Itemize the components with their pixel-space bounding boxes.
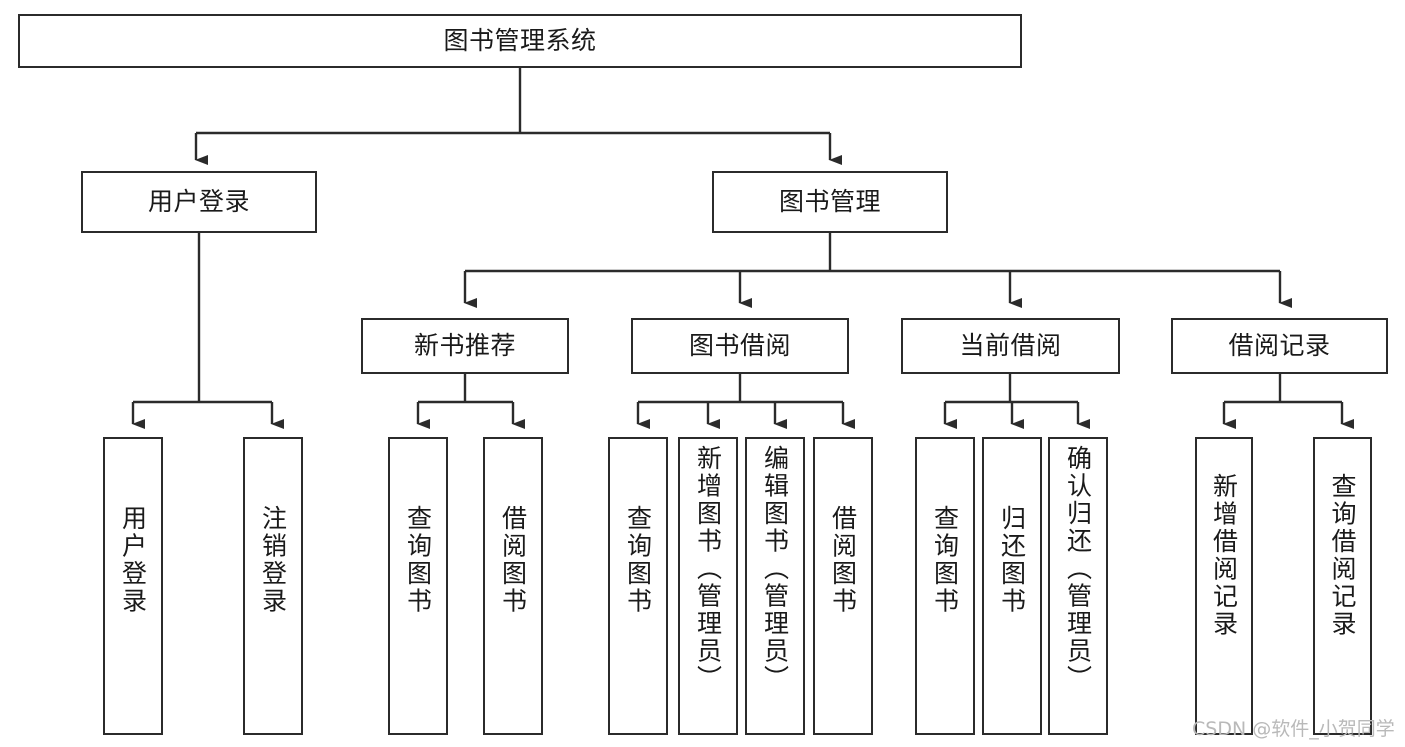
node-label: 新增借阅记录	[1209, 473, 1239, 638]
leaf-add-book-admin[interactable]: 新增图书（管理员）	[678, 437, 738, 735]
leaf-add-borrow-record[interactable]: 新增借阅记录	[1195, 437, 1253, 735]
leaf-confirm-return-admin[interactable]: 确认归还（管理员）	[1048, 437, 1108, 735]
node-borrow-records[interactable]: 借阅记录	[1171, 318, 1388, 374]
node-label: 借阅图书	[828, 505, 858, 615]
node-label: 图书管理系统	[443, 26, 597, 56]
leaf-edit-book-admin[interactable]: 编辑图书（管理员）	[745, 437, 805, 735]
node-label: 查询图书	[623, 505, 653, 615]
node-root-system[interactable]: 图书管理系统	[18, 14, 1022, 68]
leaf-query-book-recommend[interactable]: 查询图书	[388, 437, 448, 735]
node-label: 查询借阅记录	[1328, 473, 1357, 638]
node-label: 查询图书	[403, 505, 433, 615]
node-label: 借阅记录	[1228, 331, 1331, 361]
node-current-borrow[interactable]: 当前借阅	[901, 318, 1120, 374]
node-label: 编辑图书（管理员）	[760, 445, 790, 693]
leaf-return-book[interactable]: 归还图书	[982, 437, 1042, 735]
leaf-user-login[interactable]: 用户登录	[103, 437, 163, 735]
node-label: 确认归还（管理员）	[1063, 445, 1093, 693]
node-book-borrow[interactable]: 图书借阅	[631, 318, 849, 374]
node-label: 图书借阅	[688, 331, 791, 361]
node-label: 图书管理	[778, 187, 881, 217]
leaf-logout[interactable]: 注销登录	[243, 437, 303, 735]
node-book-management[interactable]: 图书管理	[712, 171, 948, 233]
node-label: 用户登录	[118, 505, 148, 615]
node-label: 当前借阅	[959, 331, 1062, 361]
node-label: 借阅图书	[498, 505, 528, 615]
node-label: 查询图书	[930, 505, 960, 615]
csdn-watermark: CSDN @软件_小贺同学	[1192, 718, 1395, 740]
leaf-borrow-book-recommend[interactable]: 借阅图书	[483, 437, 543, 735]
node-user-login[interactable]: 用户登录	[81, 171, 317, 233]
leaf-query-book-borrow[interactable]: 查询图书	[608, 437, 668, 735]
node-label: 用户登录	[147, 187, 250, 217]
node-label: 新书推荐	[413, 331, 516, 361]
node-new-book-recommend[interactable]: 新书推荐	[361, 318, 569, 374]
node-label: 归还图书	[997, 505, 1027, 615]
leaf-query-borrow-record[interactable]: 查询借阅记录	[1313, 437, 1372, 735]
node-label: 新增图书（管理员）	[693, 445, 723, 693]
node-label: 注销登录	[258, 505, 288, 615]
leaf-borrow-book[interactable]: 借阅图书	[813, 437, 873, 735]
leaf-query-book-current[interactable]: 查询图书	[915, 437, 975, 735]
